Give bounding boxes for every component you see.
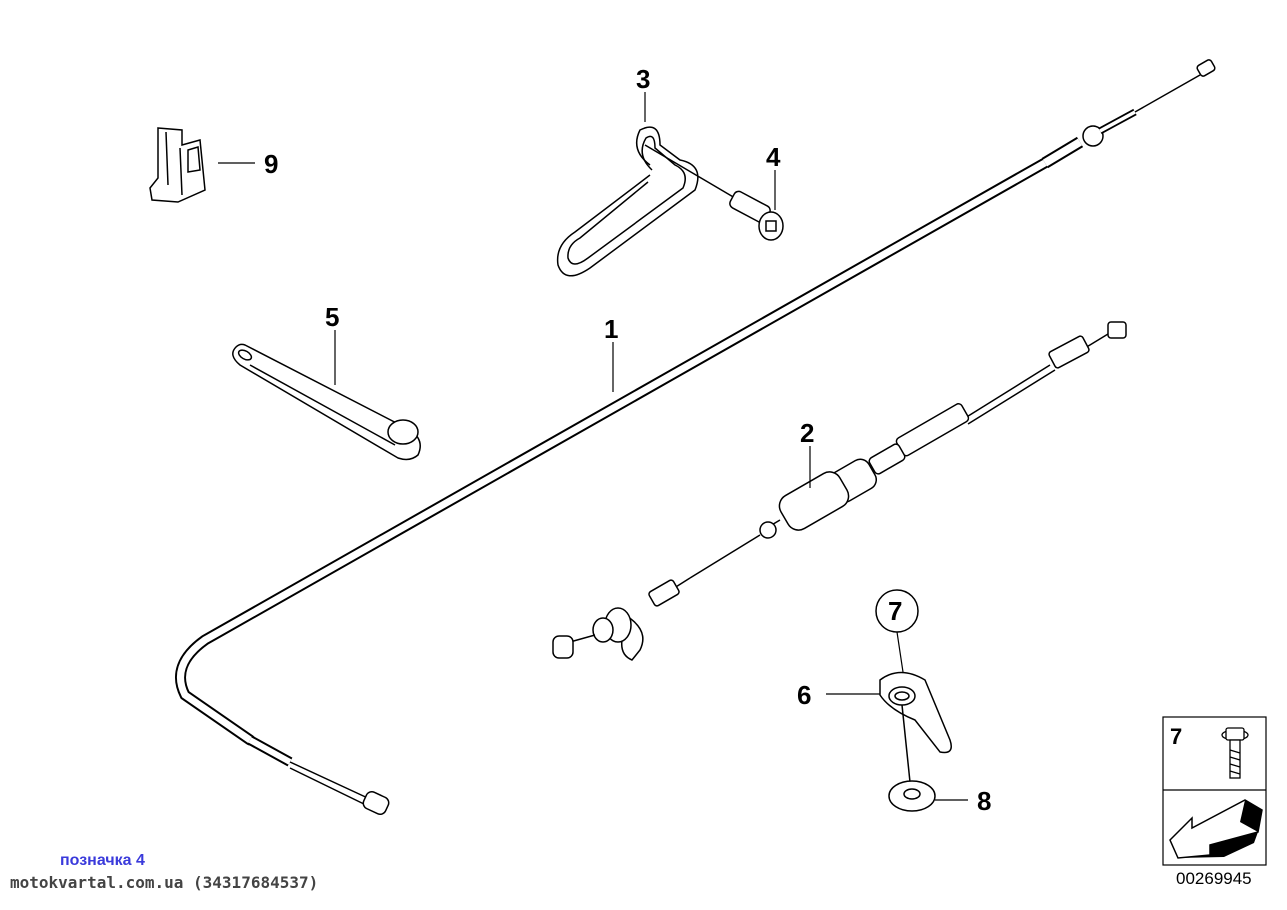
legend-arrow-icon <box>1169 799 1263 859</box>
watermark-text: motokvartal.com.ua (34317684537) <box>10 873 319 892</box>
label-part-4: 4 <box>766 142 781 172</box>
note-label: позначка 4 <box>60 852 145 869</box>
label-part-8: 8 <box>977 786 991 816</box>
label-part-9: 9 <box>264 149 278 179</box>
legend-bolt-icon <box>1221 727 1249 779</box>
label-part-5: 5 <box>325 302 339 332</box>
holder-part-6 <box>879 671 952 783</box>
wire-bracket-part-3 <box>556 126 699 277</box>
label-part-2: 2 <box>800 418 814 448</box>
label-part-6: 6 <box>797 680 811 710</box>
strap-part-5 <box>232 343 421 461</box>
diagram-number: 00269945 <box>1176 869 1252 888</box>
clip-part-9 <box>149 127 206 203</box>
cable-part-1 <box>175 59 1216 816</box>
label-part-7: 7 <box>888 596 902 626</box>
cable-part-2 <box>552 321 1127 661</box>
legend-label-7: 7 <box>1170 724 1182 749</box>
label-part-3: 3 <box>636 64 650 94</box>
label-part-1: 1 <box>604 314 618 344</box>
bolt-part-4 <box>644 144 784 241</box>
leader-part-7 <box>896 631 904 673</box>
grommet-part-8 <box>888 780 936 812</box>
legend-box: 7 <box>1162 716 1267 866</box>
